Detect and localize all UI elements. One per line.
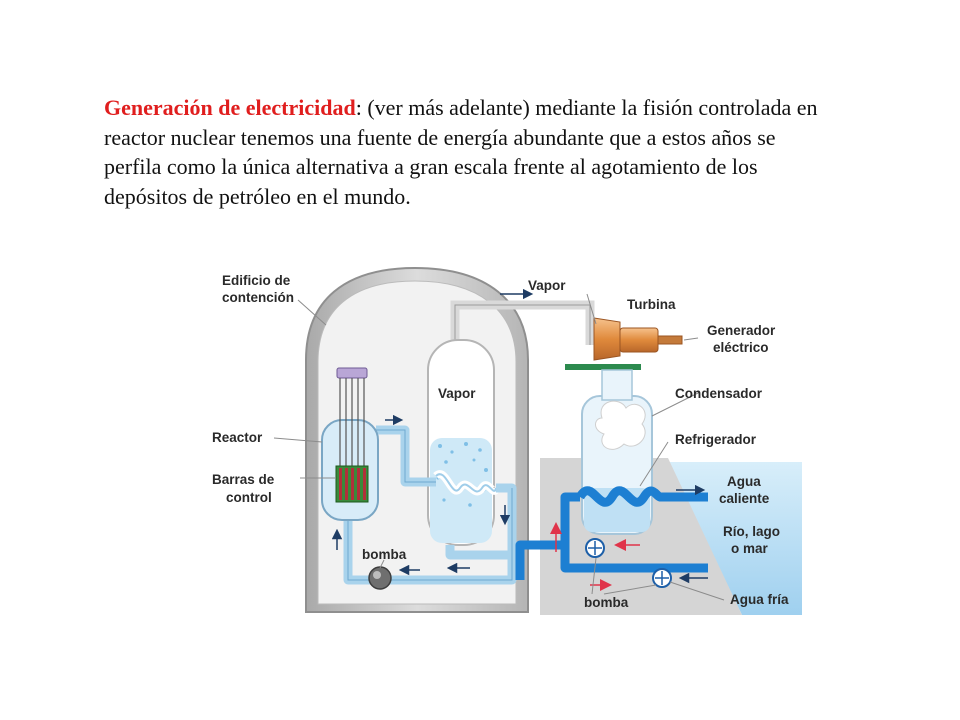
label-containment-2: contención <box>222 290 294 305</box>
label-cooler: Refrigerador <box>675 432 757 447</box>
label-river-2: o mar <box>731 541 769 556</box>
label-generator-1: Generador <box>707 323 776 338</box>
turbine-base <box>565 364 641 370</box>
condenser-steam-cloud <box>595 400 646 450</box>
label-river-1: Río, lago <box>723 524 780 539</box>
cooling-loop <box>515 486 708 580</box>
generator-shaft <box>657 335 683 345</box>
paragraph-lead: Generación de electricidad <box>104 95 356 120</box>
leader-lines <box>273 293 725 601</box>
description-paragraph: Generación de electricidad: (ver más ade… <box>104 93 834 211</box>
turbine <box>593 317 621 361</box>
control-rod-lines <box>339 378 365 466</box>
label-steam-top: Vapor <box>528 278 566 293</box>
label-turbine: Turbina <box>627 297 676 312</box>
label-condenser: Condensador <box>675 386 763 401</box>
label-cold-water: Agua fría <box>730 592 789 607</box>
label-hot-water-1: Agua <box>727 474 761 489</box>
paragraph-body: : (ver más adelante) mediante la fisión … <box>104 95 818 209</box>
label-pump-left: bomba <box>362 547 407 562</box>
label-steam-generator: Vapor <box>438 386 476 401</box>
control-rod-drive <box>336 367 368 379</box>
label-hot-water-2: caliente <box>719 491 770 506</box>
label-containment-1: Edificio de <box>222 273 291 288</box>
label-pump-bottom: bomba <box>584 595 629 610</box>
label-generator-2: eléctrico <box>713 340 769 355</box>
control-rods <box>339 468 366 500</box>
primary-pump <box>368 566 392 590</box>
condenser-neck <box>601 369 633 401</box>
label-rods-2: control <box>226 490 272 505</box>
label-reactor: Reactor <box>212 430 263 445</box>
generator <box>619 327 659 353</box>
label-rods-1: Barras de <box>212 472 275 487</box>
